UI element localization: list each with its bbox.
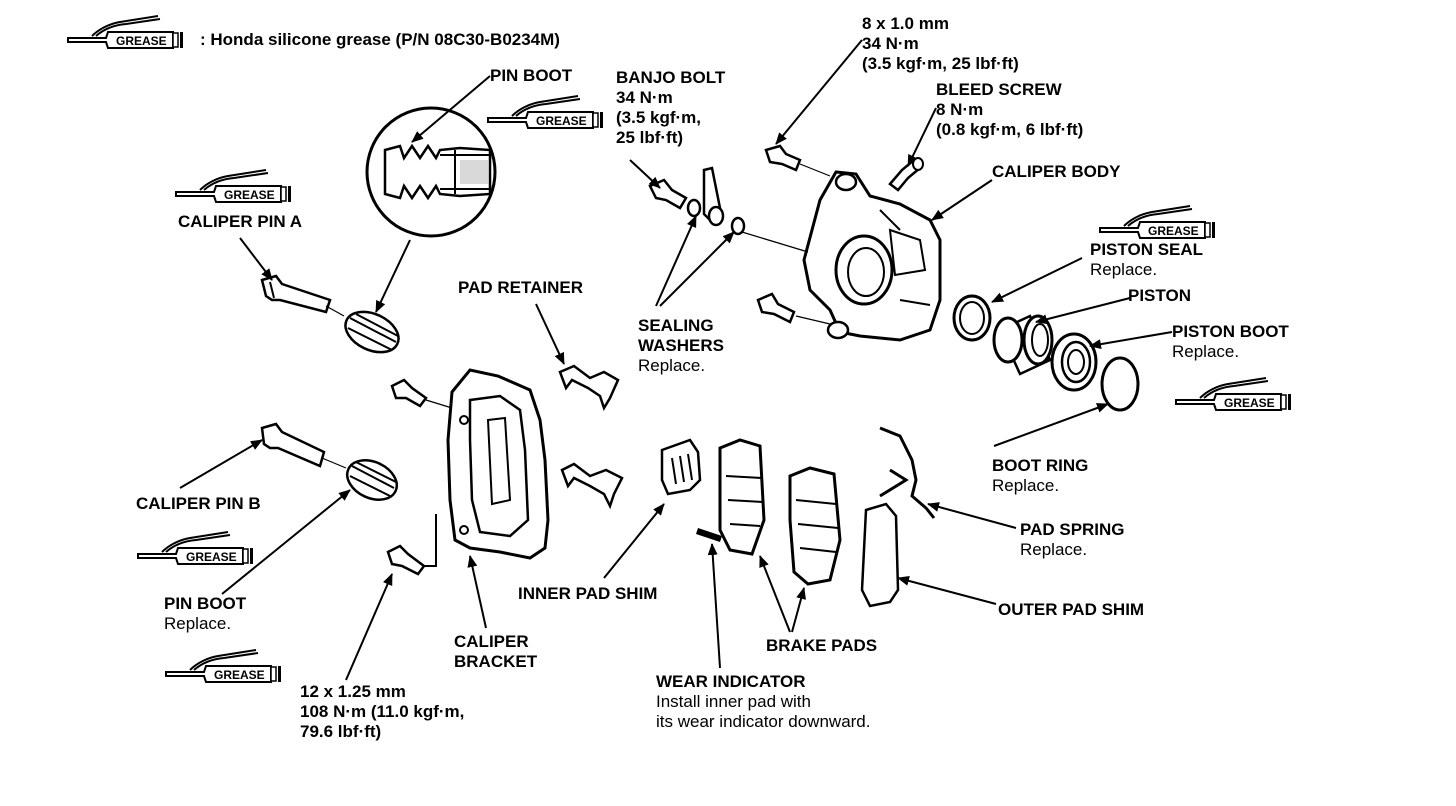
label-brake-pads: BRAKE PADS [766,636,878,655]
brake-hose-fitting [702,166,725,227]
label-wear-indicator: WEAR INDICATOR Install inner pad with it… [656,672,871,731]
grease-legend: : Honda silicone grease (P/N 08C30-B0234… [200,30,560,50]
leader-lines [179,39,1173,681]
label-pin-boot-bottom: PIN BOOT Replace. [164,594,247,633]
caliper-body [802,170,942,342]
label-caliper-pin-b: CALIPER PIN B [136,494,261,513]
label-outer-pad-shim: OUTER PAD SHIM [998,600,1145,619]
caliper-pin-a [260,274,332,314]
label-pad-retainer: PAD RETAINER [458,278,583,297]
grease-tag-legend: GREASE [116,34,167,48]
bracket-bolt-upper [390,378,428,408]
label-pin-boot-top: PIN BOOT [490,66,573,85]
pad-retainer-lower [560,462,624,510]
label-bolt-12x125: 12 x 1.25 mm 108 N·m (11.0 kgf·m, 79.6 l… [300,682,465,741]
alignment-lines [321,163,831,469]
grease-tag-caliper-pin-a: GREASE [224,188,275,202]
pad-spring [879,426,936,519]
grease-tag-boot-ring: GREASE [1224,396,1275,410]
boot-ring [1100,356,1140,412]
pin-boot-b [345,459,399,501]
bracket-bolt-lower [386,544,426,576]
caliper-body-bolt-lower [756,292,796,324]
caliper-pin-b [260,422,326,468]
label-sealing-washers: SEALING WASHERS Replace. [638,316,724,375]
piston-seal [952,294,992,342]
label-pad-spring: PAD SPRING Replace. [1020,520,1125,559]
inner-pad-shim [660,438,702,496]
label-caliper-body: CALIPER BODY [992,162,1121,181]
outer-brake-pad [788,466,842,586]
grease-legend-text: : Honda silicone grease (P/N 08C30-B0234… [200,30,560,49]
pin-boot-a [344,310,400,354]
label-piston-boot: PISTON BOOT Replace. [1172,322,1289,361]
outer-pad-shim [860,502,900,608]
inner-brake-pad [696,438,766,556]
sealing-washer-2 [730,216,746,236]
label-boot-ring: BOOT RING Replace. [992,456,1089,495]
bleed-screw [888,157,924,192]
sealing-washer-1 [686,198,702,218]
piston-boot [1050,332,1098,392]
caliper-body-bolt-upper [764,144,802,172]
label-inner-pad-shim: INNER PAD SHIM [518,584,658,603]
grease-tag-caliper-pin-b: GREASE [186,550,237,564]
label-piston: PISTON [1128,286,1191,305]
label-caliper-pin-a: CALIPER PIN A [178,212,303,231]
caliper-bracket [446,368,550,560]
grease-tag-pin-boot-bottom: GREASE [214,668,265,682]
piston [992,314,1054,376]
label-bleed-screw: BLEED SCREW 8 N·m (0.8 kgf·m, 6 lbf·ft) [936,80,1084,139]
label-banjo-bolt: BANJO BOLT 34 N·m (3.5 kgf·m, 25 lbf·ft) [616,68,726,147]
grease-tag-pin-boot: GREASE [536,114,587,128]
label-bolt-8x1: 8 x 1.0 mm 34 N·m (3.5 kgf·m, 25 lbf·ft) [862,14,1019,73]
label-caliper-bracket: CALIPER BRACKET [454,632,538,671]
pin-boot-detail [365,106,497,238]
pad-retainer-upper [558,364,620,411]
label-piston-seal: PISTON SEAL Replace. [1090,240,1204,279]
grease-tag-piston-seal: GREASE [1148,224,1199,238]
